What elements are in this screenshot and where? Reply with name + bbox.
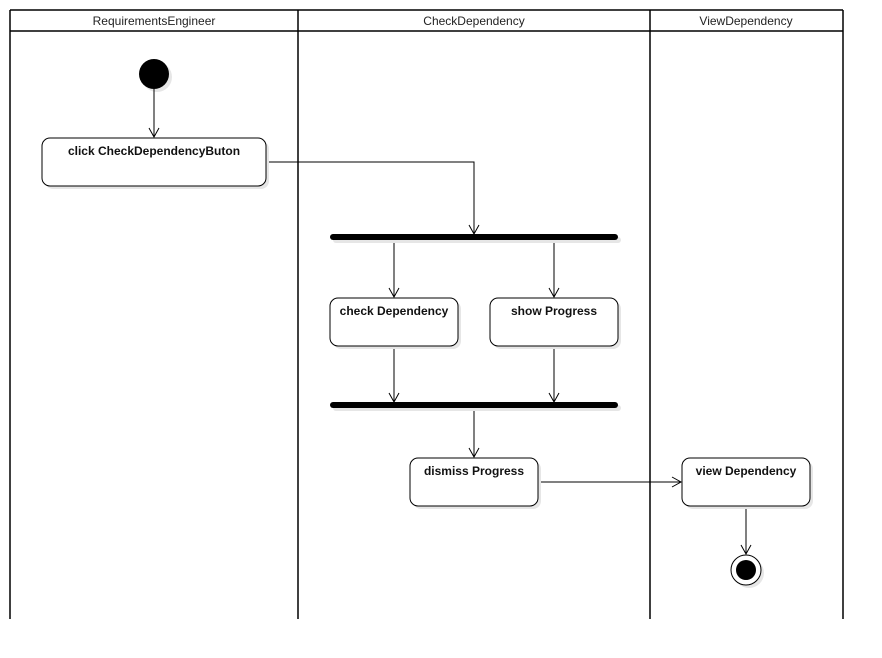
action-dismiss-progress: dismiss Progress <box>409 457 541 509</box>
join-bar <box>330 402 621 411</box>
action-label-check-dependency: check Dependency <box>340 304 449 318</box>
swimlane-title-check-dependency: CheckDependency <box>423 14 524 28</box>
action-view-dependency: view Dependency <box>681 457 813 509</box>
action-label-dismiss-progress: dismiss Progress <box>424 464 524 478</box>
action-show-progress: show Progress <box>489 297 621 349</box>
action-label-show-progress: show Progress <box>511 304 597 318</box>
swimlane-frame <box>9 9 844 619</box>
action-check-dependency: check Dependency <box>329 297 461 349</box>
edge-click-to-fork <box>266 161 480 236</box>
final-node <box>730 554 764 588</box>
fork-bar <box>330 234 621 243</box>
initial-node <box>139 59 172 92</box>
action-label-click-check-dependency-button: click CheckDependencyButon <box>68 144 240 158</box>
action-label-view-dependency: view Dependency <box>696 464 797 478</box>
swimlane-title-requirements-engineer: RequirementsEngineer <box>93 14 216 28</box>
action-click-check-dependency-button: click CheckDependencyButon <box>41 137 269 189</box>
swimlane-title-view-dependency: ViewDependency <box>699 14 792 28</box>
